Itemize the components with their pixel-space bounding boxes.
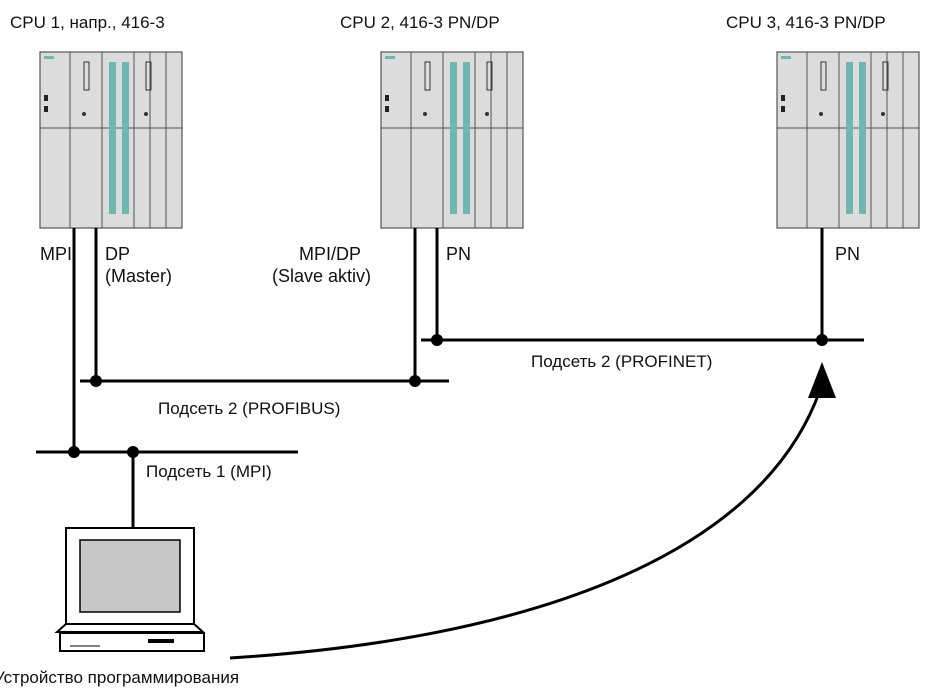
junction-dot: [409, 375, 421, 387]
cpu1-dp-label: DP: [105, 244, 131, 264]
cpu1-rack: [39, 51, 183, 229]
network-lines: [36, 228, 864, 528]
cpu1-mpi-label: MPI: [40, 244, 73, 264]
programming-device-label: Устройство программирования: [0, 668, 240, 687]
junction-dot: [127, 446, 139, 458]
profinet-subnet-label: Подсеть 2 (PROFINET): [531, 352, 713, 371]
junction-dot: [90, 375, 102, 387]
junction-dots: [68, 334, 828, 458]
cpu2-rack: [380, 51, 524, 229]
programming-device-icon: [54, 527, 206, 652]
junction-dot: [431, 334, 443, 346]
cpu3-pn-label: PN: [835, 244, 861, 264]
cpu2-mpidp-label: MPI/DP: [299, 244, 362, 264]
junction-dot: [816, 334, 828, 346]
junction-dot: [68, 446, 80, 458]
cpu3-title: CPU 3, 416-3 PN/DP: [726, 13, 886, 32]
profibus-subnet-label: Подсеть 2 (PROFIBUS): [158, 399, 341, 418]
cpu1-dp-master-label: (Master): [105, 266, 172, 286]
arrow-head-icon: [808, 362, 836, 398]
cpu1-title: CPU 1, напр., 416-3: [10, 13, 165, 32]
cpu3-rack: [776, 51, 920, 229]
cpu2-slave-label: (Slave aktiv): [272, 266, 372, 286]
cpu2-pn-label: PN: [446, 244, 472, 264]
cpu2-title: CPU 2, 416-3 PN/DP: [340, 13, 500, 32]
pg-to-profinet-arrow: [229, 389, 822, 660]
mpi-subnet-label: Подсеть 1 (MPI): [146, 462, 272, 481]
